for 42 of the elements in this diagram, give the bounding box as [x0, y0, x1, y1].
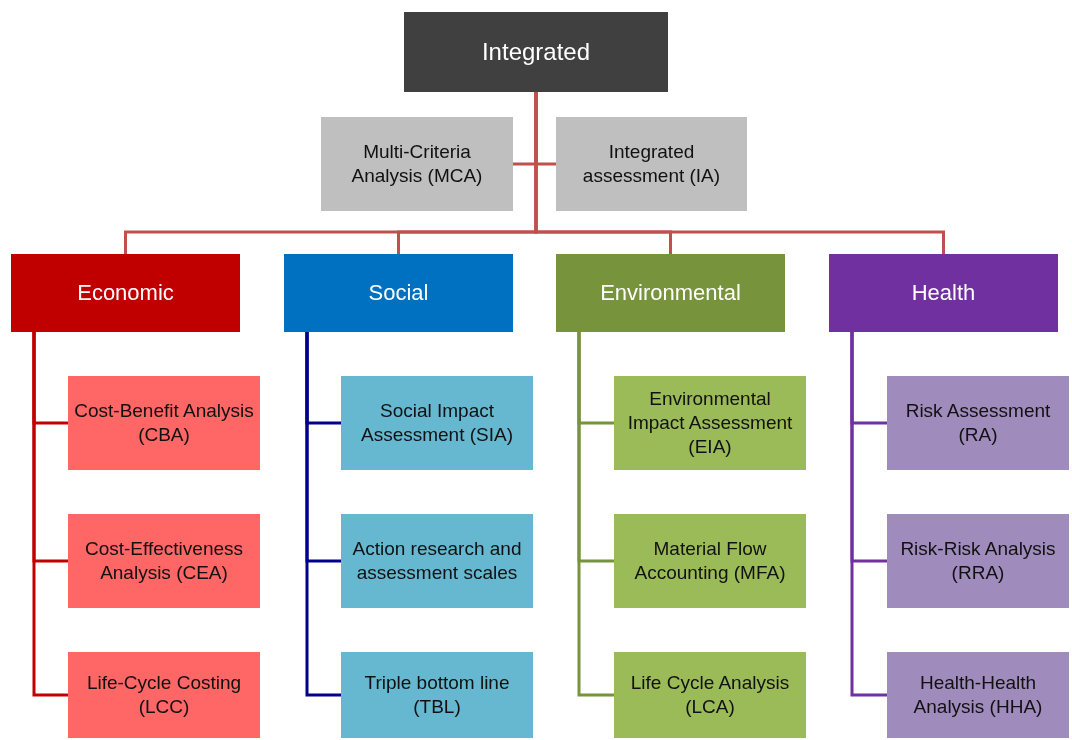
box-label: Material Flow Accounting (MFA): [633, 537, 787, 585]
root-box: [404, 12, 668, 92]
category-box: [829, 254, 1058, 332]
box-label: Environmental: [600, 279, 741, 307]
method-box: [68, 514, 260, 608]
box-label: Integrated assessment (IA): [581, 140, 722, 188]
method-box: [887, 514, 1069, 608]
connector-line: [305, 332, 341, 697]
method-box: [341, 652, 533, 738]
box-label: Risk Assessment (RA): [904, 399, 1052, 447]
method-box: [341, 514, 533, 608]
method-box: [321, 117, 513, 211]
method-box: [68, 652, 260, 738]
box-label: Triple bottom line (TBL): [363, 671, 511, 719]
method-box: [556, 117, 747, 211]
category-box: [284, 254, 513, 332]
method-box: [68, 376, 260, 470]
box-label: Cost-Effectiveness Analysis (CEA): [83, 537, 245, 585]
box-label: Risk-Risk Analysis (RRA): [899, 537, 1057, 585]
box-label: Action research and assessment scales: [351, 537, 523, 585]
connector-line: [850, 332, 887, 697]
box-label: Health-Health Analysis (HHA): [912, 671, 1044, 719]
connector-line: [577, 332, 614, 697]
box-label: Cost-Benefit Analysis (CBA): [74, 399, 254, 447]
category-box: [11, 254, 240, 332]
box-label: Economic: [77, 279, 174, 307]
box-label: Life-Cycle Costing (LCC): [85, 671, 243, 719]
box-label: Social Impact Assessment (SIA): [359, 399, 514, 447]
method-box: [614, 376, 806, 470]
box-label: Multi-Criteria Analysis (MCA): [350, 140, 484, 188]
method-box: [341, 376, 533, 470]
box-label: Environmental Impact Assessment (EIA): [626, 387, 794, 459]
box-label: Social: [368, 279, 429, 307]
category-box: [556, 254, 785, 332]
method-box: [887, 376, 1069, 470]
box-label: Life Cycle Analysis (LCA): [629, 671, 791, 719]
connector-line: [32, 332, 68, 697]
method-box: [887, 652, 1069, 738]
method-box: [614, 652, 806, 738]
method-box: [614, 514, 806, 608]
box-label: Integrated: [481, 37, 591, 67]
box-label: Health: [911, 279, 976, 307]
